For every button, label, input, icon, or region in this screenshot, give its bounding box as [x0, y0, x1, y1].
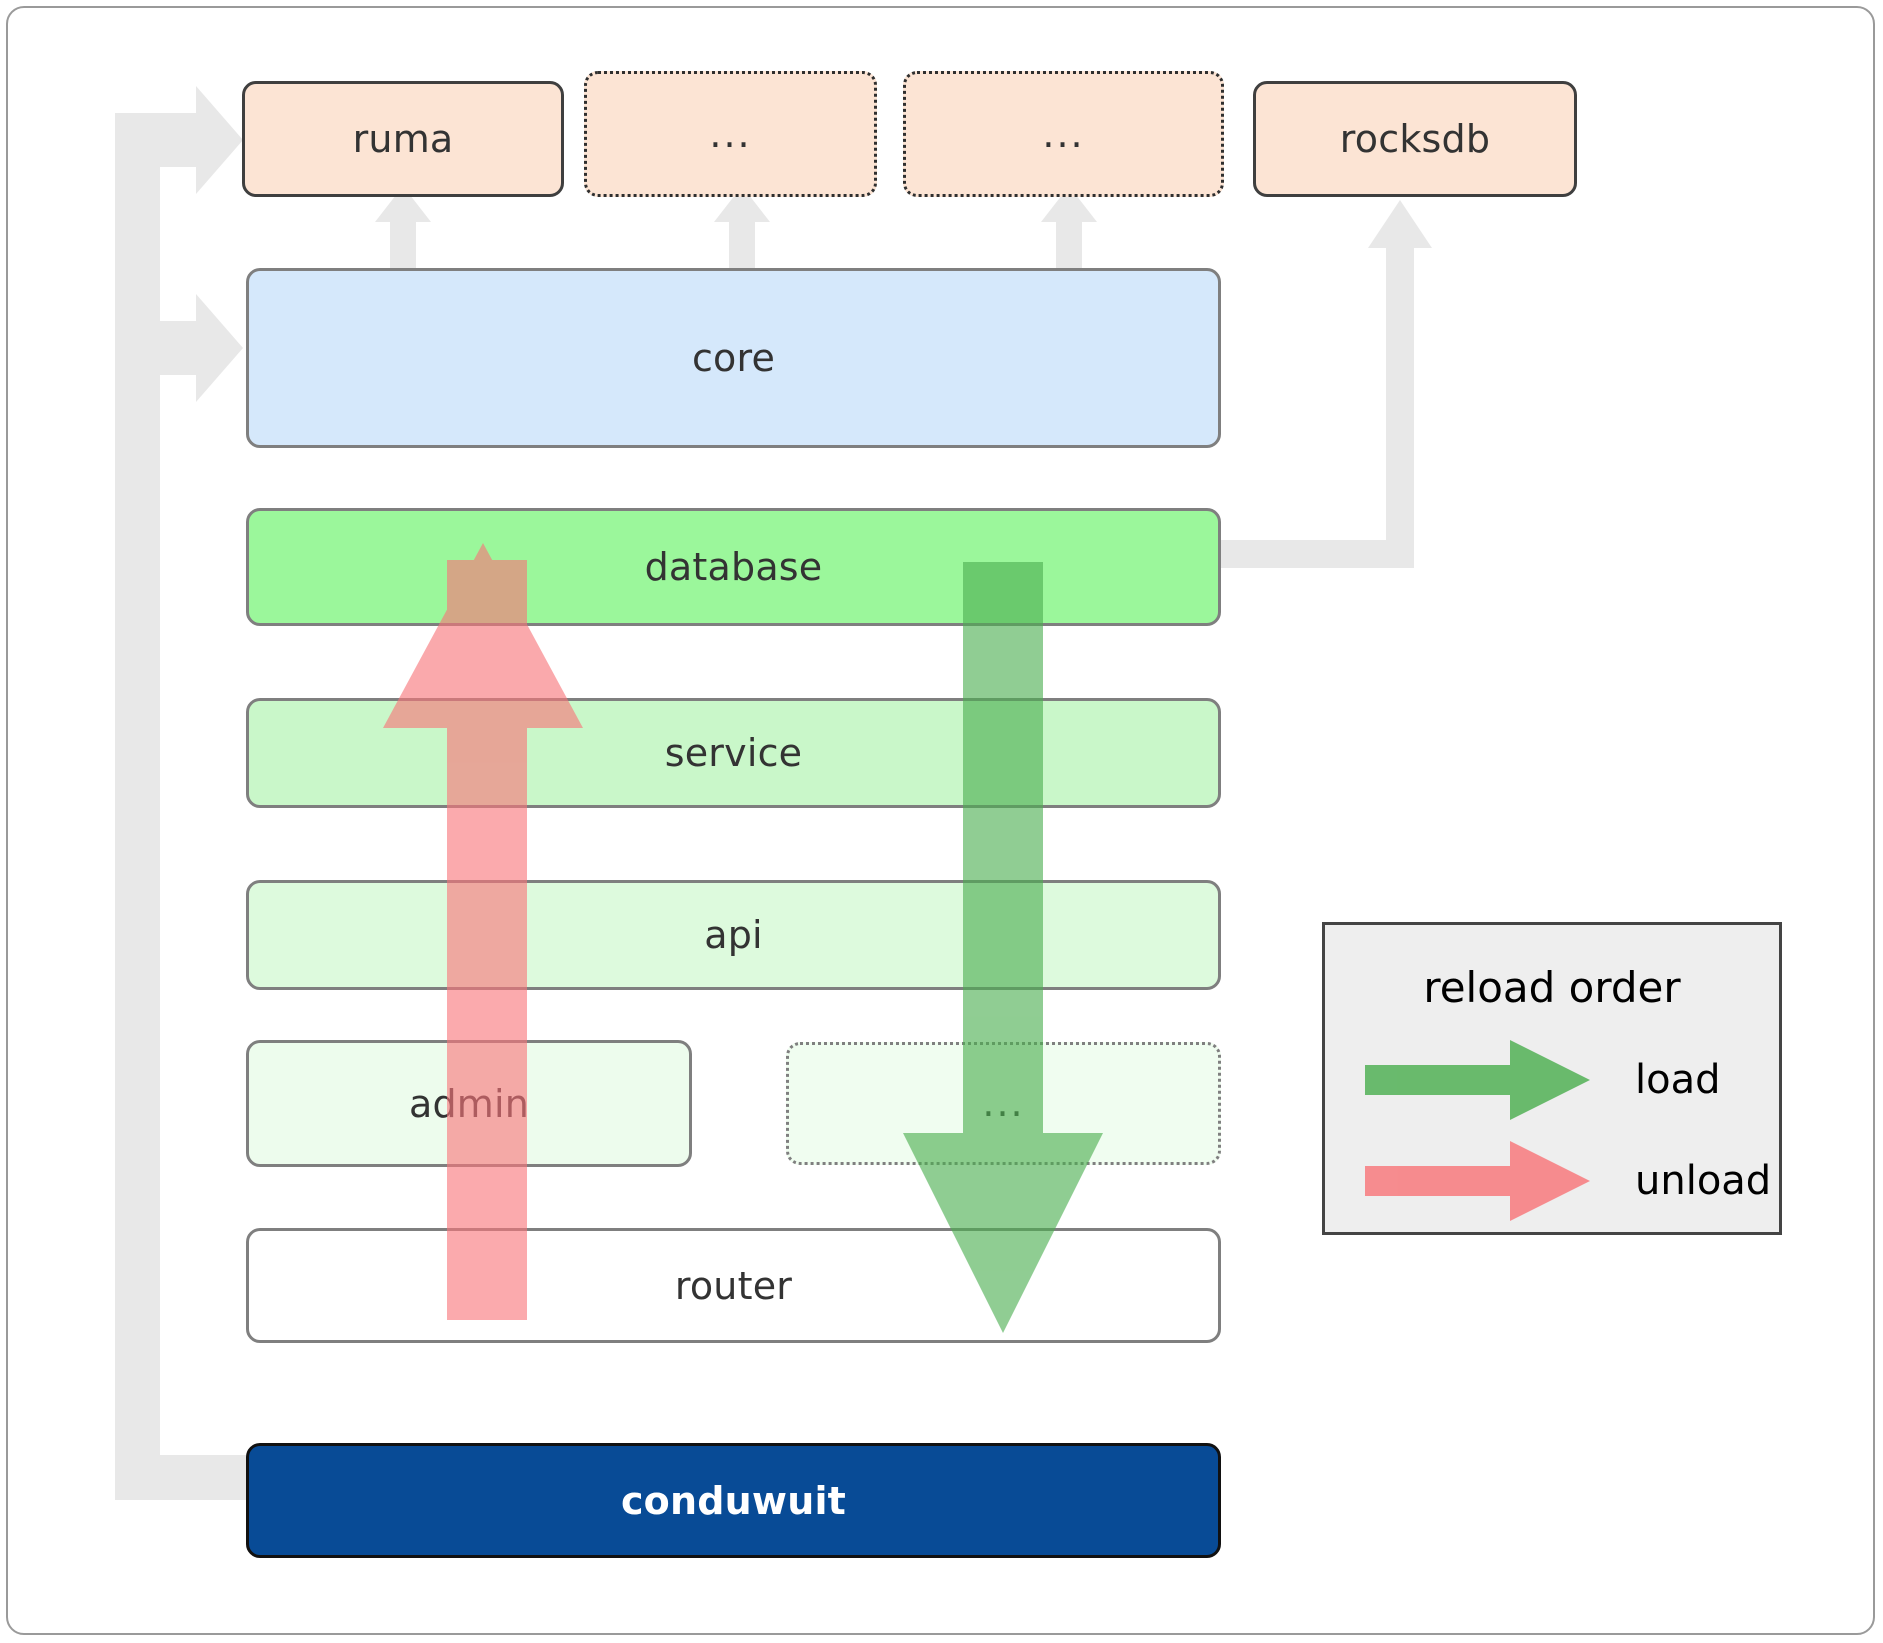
legend-row-load: load: [1325, 1040, 1779, 1120]
node-admin[interactable]: admin: [246, 1040, 692, 1167]
node-ruma-label: ruma: [352, 117, 454, 161]
node-service[interactable]: service: [246, 698, 1221, 808]
node-external-dots-1-label: ...: [709, 111, 752, 156]
legend-label-load: load: [1635, 1057, 1721, 1103]
node-ruma[interactable]: ruma: [242, 81, 564, 197]
node-conduwuit-label: conduwuit: [620, 1478, 847, 1523]
diagram-frame: [6, 6, 1875, 1635]
legend-row-unload: unload: [1325, 1141, 1779, 1221]
node-database[interactable]: database: [246, 508, 1221, 626]
legend-title: reload order: [1423, 963, 1681, 1012]
legend-label-unload: unload: [1635, 1158, 1772, 1204]
node-inner-dots[interactable]: ...: [786, 1042, 1221, 1165]
node-inner-dots-label: ...: [982, 1081, 1025, 1125]
node-service-label: service: [664, 731, 803, 775]
node-core-label: core: [691, 336, 776, 380]
node-external-dots-2[interactable]: ...: [903, 71, 1224, 197]
node-admin-label: admin: [408, 1081, 530, 1126]
node-external-dots-2-label: ...: [1042, 111, 1085, 156]
node-rocksdb-label: rocksdb: [1339, 117, 1491, 161]
unload-arrow-icon: [1365, 1141, 1590, 1221]
node-conduwuit[interactable]: conduwuit: [246, 1443, 1221, 1558]
load-arrow-icon: [1365, 1040, 1590, 1120]
legend-panel: reload order load unload: [1322, 922, 1782, 1235]
node-api-label: api: [704, 913, 763, 957]
node-rocksdb[interactable]: rocksdb: [1253, 81, 1577, 197]
node-database-label: database: [644, 545, 823, 589]
node-external-dots-1[interactable]: ...: [584, 71, 877, 197]
node-api[interactable]: api: [246, 880, 1221, 990]
node-router-label: router: [674, 1263, 793, 1308]
node-core[interactable]: core: [246, 268, 1221, 448]
node-router[interactable]: router: [246, 1228, 1221, 1343]
